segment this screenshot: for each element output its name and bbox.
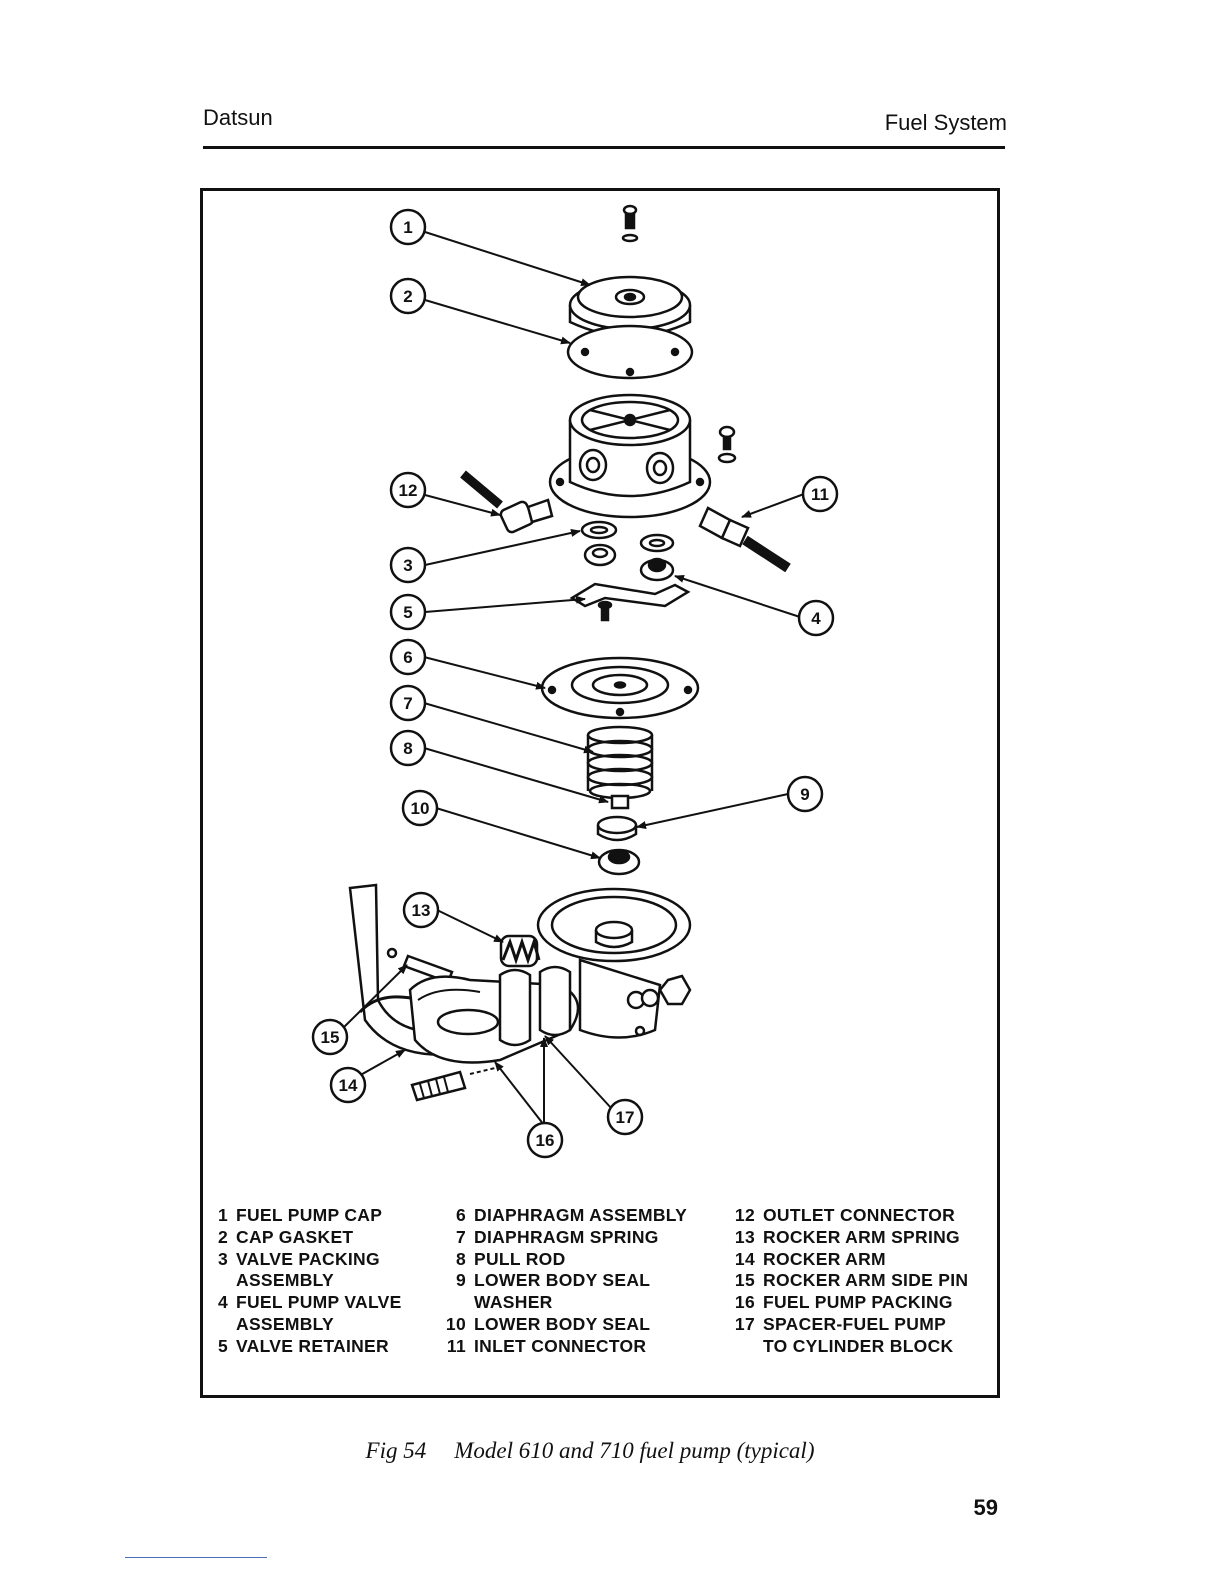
callout-13: 13 — [412, 901, 431, 920]
callout-3: 3 — [403, 556, 412, 575]
exploded-diagram: 1 2 12 11 3 4 5 6 7 8 9 10 13 15 14 16 1… — [311, 204, 839, 1159]
legend-item-17-cont: TO CYLINDER BLOCK — [763, 1335, 954, 1356]
callout-6: 6 — [403, 648, 412, 667]
footer-rule — [125, 1557, 267, 1558]
callout-11: 11 — [811, 485, 829, 504]
diaphragm-spring — [586, 725, 654, 800]
callout-circles — [311, 208, 839, 1159]
header-rule — [203, 146, 1005, 149]
top-screw — [621, 204, 639, 243]
lower-body-seal — [597, 848, 641, 876]
fuel-pump-packing — [408, 965, 580, 1064]
callout-5: 5 — [403, 603, 412, 622]
figure-caption-text: Model 610 and 710 fuel pump (typical) — [454, 1438, 815, 1463]
diaphragm-assembly — [540, 656, 700, 720]
running-header-left: Datsun — [203, 105, 273, 130]
page-number: 59 — [973, 1495, 998, 1520]
lower-body — [536, 887, 692, 1039]
callout-7: 7 — [403, 694, 412, 713]
callout-15: 15 — [321, 1028, 340, 1047]
fuel-pump-valve — [583, 543, 675, 582]
lower-body-seal-washer — [596, 815, 638, 842]
figure-frame — [200, 188, 1000, 1398]
legend-item-4-cont: ASSEMBLY — [236, 1313, 335, 1334]
legend-item-3-cont: ASSEMBLY — [236, 1270, 335, 1291]
body-screw — [717, 425, 737, 464]
valve-packing — [580, 520, 675, 553]
callout-14: 14 — [339, 1076, 358, 1095]
leader-lines — [340, 231, 805, 1126]
inlet-connector — [698, 506, 791, 573]
callout-10: 10 — [411, 799, 430, 818]
callout-9: 9 — [800, 785, 809, 804]
mounting-stud — [410, 1067, 496, 1102]
callout-2: 2 — [403, 287, 412, 306]
callout-16: 16 — [536, 1131, 555, 1150]
callout-8: 8 — [403, 739, 412, 758]
callout-12: 12 — [399, 481, 418, 500]
running-header-right: Fuel System — [884, 110, 1007, 135]
upper-body — [548, 393, 712, 519]
outlet-connector — [460, 470, 554, 534]
cap-gasket — [566, 324, 694, 380]
figure-caption: Fig 54 Model 610 and 710 fuel pump (typic… — [0, 1438, 1180, 1464]
pull-rod — [610, 794, 630, 810]
valve-retainer — [569, 582, 691, 622]
callout-17: 17 — [616, 1108, 635, 1127]
figure-number: Fig 54 — [365, 1438, 427, 1463]
rocker-arm-spring — [499, 934, 541, 968]
callout-1: 1 — [403, 218, 412, 237]
legend-item-9-cont: WASHER — [474, 1292, 553, 1313]
callout-4: 4 — [811, 609, 821, 628]
